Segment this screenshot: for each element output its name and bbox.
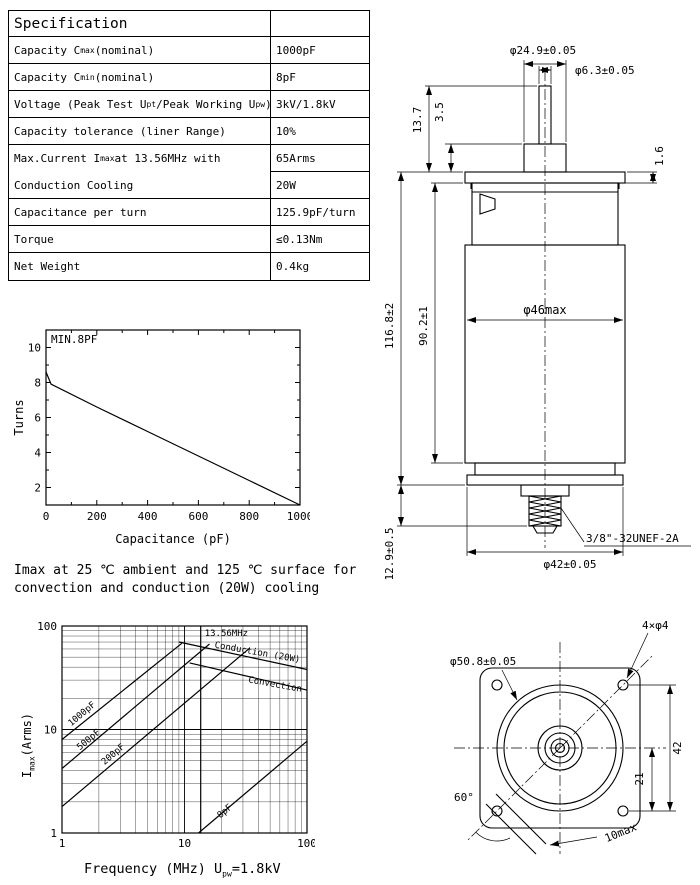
spec-row-label: Torque (9, 226, 271, 253)
spec-row-value: 0.4kg (276, 260, 310, 273)
flange-outline (479, 667, 641, 855)
dim-top-flange-label: φ24.9±0.05 (510, 44, 576, 57)
spec-row-label: Capacitance per turn (9, 199, 271, 226)
series-1000pf (61, 642, 183, 740)
x-tick-label: 800 (239, 510, 259, 523)
dim-holes-label: 4×φ4 (642, 619, 669, 632)
spec-row-label: Voltage (Peak Test Upt/Peak Working Upw) (9, 91, 271, 118)
capacitor-outline (464, 85, 626, 534)
series-conduction-20w- (178, 641, 308, 671)
dim-spigot-diameter-label: φ50.8±0.05 (450, 655, 516, 668)
cooling-note: Imax at 25 ℃ ambient and 125 ℃ surface f… (14, 562, 356, 598)
turns-curve (45, 371, 301, 506)
spec-table-title-spacer (271, 11, 369, 37)
dim-hole-span-label: 42 (671, 741, 684, 754)
dim-angle-label: 60° (454, 791, 474, 804)
x-tick-label: 100 (297, 837, 315, 850)
plot-frame (61, 625, 308, 834)
spec-row-value: 65Arms (271, 145, 369, 172)
y-tick-label: 10 (44, 724, 57, 737)
chart-annotation-min-8pf: MIN.8PF (51, 333, 97, 346)
series-8pf (198, 740, 308, 834)
y-tick-label: 100 (37, 620, 57, 633)
spec-row-label: Conduction Cooling (9, 172, 271, 199)
y-tick-label: 4 (34, 447, 41, 460)
turns-vs-capacitance-chart: 0 200 400 600 800 1000 2 4 6 8 10 MIN.8PF Capacitanc… (12, 329, 310, 546)
dim-hole-half-label: 21 (633, 772, 646, 785)
dim-3-5-label: 3.5 (433, 102, 446, 122)
spec-row-value: ≤0.13Nm (271, 226, 369, 253)
y-tick-label: 8 (34, 377, 41, 390)
y-tick-label: 10 (28, 342, 41, 355)
spec-row-value: 8pF (271, 64, 369, 91)
spec-row-value: 3kV/1.8kV (271, 91, 369, 118)
dim-body-diameter-label: φ46max (523, 303, 566, 317)
x-tick-label: 1000 (287, 510, 310, 523)
dim-flange-diameter-label: φ42±0.05 (544, 558, 597, 571)
x-axis-label: Capacitance (pF) (115, 532, 231, 546)
capacitor-bottom-view-drawing: 4×φ4 φ50.8±0.05 42 21 60° 10max (450, 619, 684, 855)
y-tick-label: 6 (34, 412, 41, 425)
x-tick-label: 400 (138, 510, 158, 523)
reference-line-label: 13.56MHz (205, 629, 248, 639)
series-label: Convection (247, 676, 302, 695)
dim-shaft-label: φ6.3±0.05 (575, 64, 635, 77)
spec-row-value: 125.9pF/turn (271, 199, 369, 226)
dim-flat-width-label: 10max (603, 820, 639, 845)
spec-row-value: 1000pF (271, 37, 369, 64)
dim-body-length-label: 90.2±1 (417, 306, 430, 346)
series-label: 500pF (75, 728, 102, 753)
dim-stud-length-label: 12.9±0.5 (385, 528, 396, 581)
x-tick-label: 10 (178, 837, 191, 850)
x-tick-label: 600 (188, 510, 208, 523)
bottom-view-dimensions: 4×φ4 φ50.8±0.05 42 21 60° 10max (450, 619, 684, 847)
dim-overall-length-label: 116.8±2 (385, 303, 396, 349)
y-axis-label: Turns (12, 399, 26, 435)
cooling-note-line2: convection and conduction (20W) cooling (14, 581, 320, 596)
dim-1-6-label: 1.6 (653, 146, 666, 166)
side-view-dimensions: φ24.9±0.05 φ6.3±0.05 13.7 3.5 1.6 116.8±… (385, 44, 691, 580)
series-500pf (61, 643, 210, 769)
thread-spec-label: 3/8"-32UNEF-2A (586, 532, 679, 545)
spec-row-value: 10% (271, 118, 369, 145)
imax-chart-x-axis-label: Frequency (MHz) Upw=1.8kV (84, 861, 281, 879)
cooling-note-line1: Imax at 25 ℃ ambient and 125 ℃ surface f… (14, 563, 357, 578)
series-label: Conduction (20W) (214, 641, 301, 666)
spec-row-label: Capacity tolerance (liner Range) (9, 118, 271, 145)
spec-row-value: 20W (271, 172, 369, 199)
x-tick-label: 200 (87, 510, 107, 523)
spec-row-label: Net Weight (9, 253, 271, 280)
y-tick-label: 2 (34, 482, 41, 495)
x-tick-label: 1 (59, 837, 66, 850)
imax-chart-y-axis-label: Imax(Arms) (20, 712, 37, 778)
spec-table-title: Specification (9, 11, 271, 37)
y-tick-label: 1 (50, 827, 57, 840)
series-convection (189, 662, 308, 691)
series-200pf (61, 647, 250, 808)
dim-13-7-label: 13.7 (411, 107, 424, 134)
plot-frame (45, 329, 301, 506)
capacitor-side-view-drawing: φ24.9±0.05 φ6.3±0.05 13.7 3.5 1.6 116.8±… (385, 44, 691, 580)
x-tick-label: 0 (43, 510, 50, 523)
